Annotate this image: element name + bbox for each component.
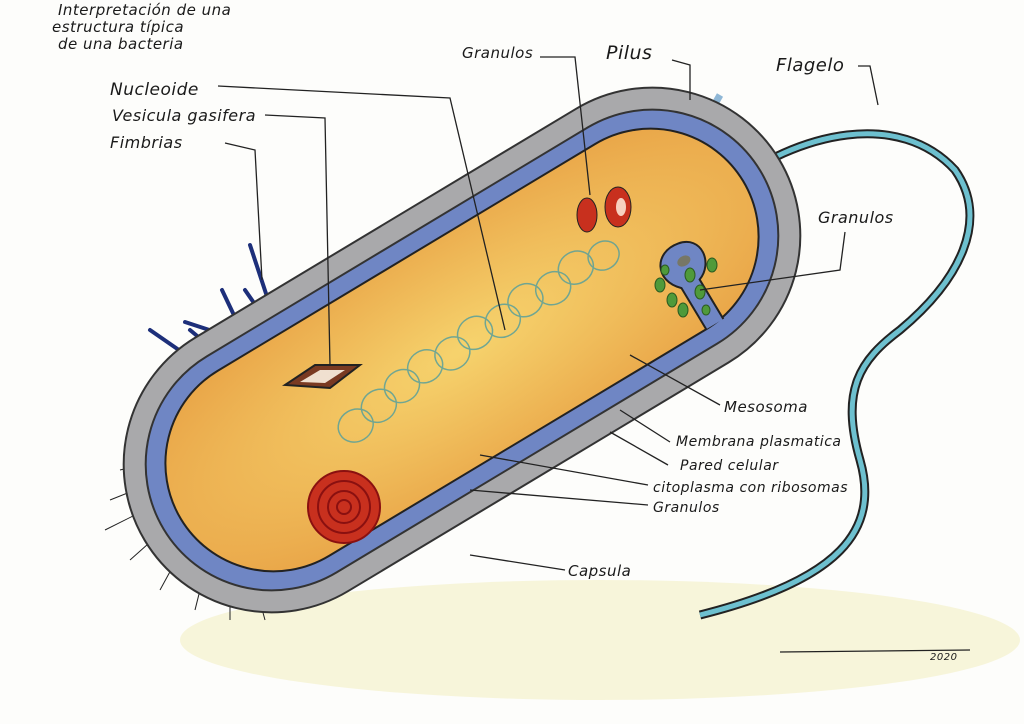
flagellum-fill	[699, 131, 973, 618]
leader-lines	[217, 56, 971, 653]
gas-vesicle-highlight	[300, 370, 345, 383]
label-membrana: Membrana plasmatica	[676, 434, 842, 450]
title-line: Interpretación de una	[58, 1, 232, 19]
label-flagelo: Flagelo	[776, 55, 845, 76]
label-citoplasma: citoplasma con ribosomas	[653, 480, 849, 496]
title-line: de una bacteria	[58, 35, 184, 53]
label-vesicula: Vesicula gasifera	[112, 106, 257, 125]
title-line: estructura típica	[52, 18, 185, 36]
label-granulos-top: Granulos	[462, 44, 534, 62]
label-pilus: Pilus	[606, 42, 653, 64]
label-capsula: Capsula	[568, 562, 632, 580]
label-granulos-bottom: Granulos	[653, 500, 720, 516]
label-granulos-right: Granulos	[818, 208, 894, 227]
mesosome-core	[677, 255, 691, 267]
granule-red-highlight	[616, 198, 626, 216]
diagram-title: Interpretación de una estructura típica …	[52, 1, 232, 53]
signature-year: 2020	[930, 652, 958, 663]
granule-red	[576, 197, 598, 233]
granule-large-red	[307, 470, 381, 544]
cell-body	[122, 86, 802, 614]
label-pared: Pared celular	[680, 458, 779, 474]
cytoplasm	[164, 127, 760, 573]
label-nucleoide: Nucleoide	[110, 80, 199, 100]
watercolor-wash	[180, 580, 1020, 700]
nucleoid	[337, 240, 620, 443]
label-mesosoma: Mesosoma	[724, 398, 808, 416]
label-fimbrias: Fimbrias	[110, 133, 183, 152]
granules-green	[654, 257, 718, 318]
